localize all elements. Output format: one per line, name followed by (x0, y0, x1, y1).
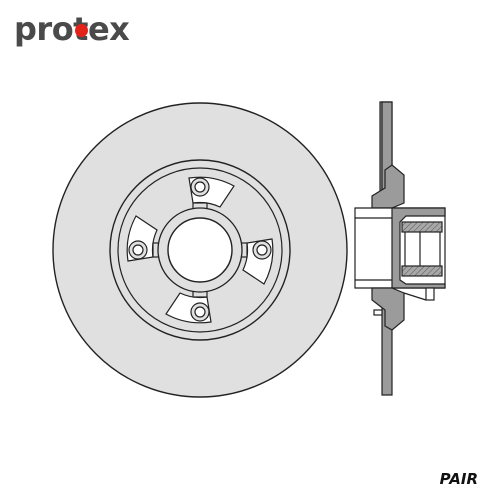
logo-accent-dot (75, 24, 88, 37)
stud-hole-bottom (190, 302, 210, 322)
rotor-front-view (52, 102, 348, 398)
stud-hole-top (190, 177, 210, 197)
logo-text: protex (14, 10, 130, 48)
bearing-race-inner (401, 265, 443, 277)
pair-label: PAIR (439, 470, 478, 488)
section-hat-upper (371, 164, 405, 209)
protex-logo: protex (14, 8, 130, 50)
hub-hat-inner-ring (117, 167, 283, 333)
stud-holes (128, 177, 272, 322)
stud-hole-right (252, 240, 272, 260)
stud-hole-left (128, 240, 148, 260)
section-hat-lower (371, 287, 405, 331)
rotor-side-section (354, 101, 446, 396)
center-bore (167, 217, 233, 283)
bearing-race-outer (401, 221, 443, 233)
